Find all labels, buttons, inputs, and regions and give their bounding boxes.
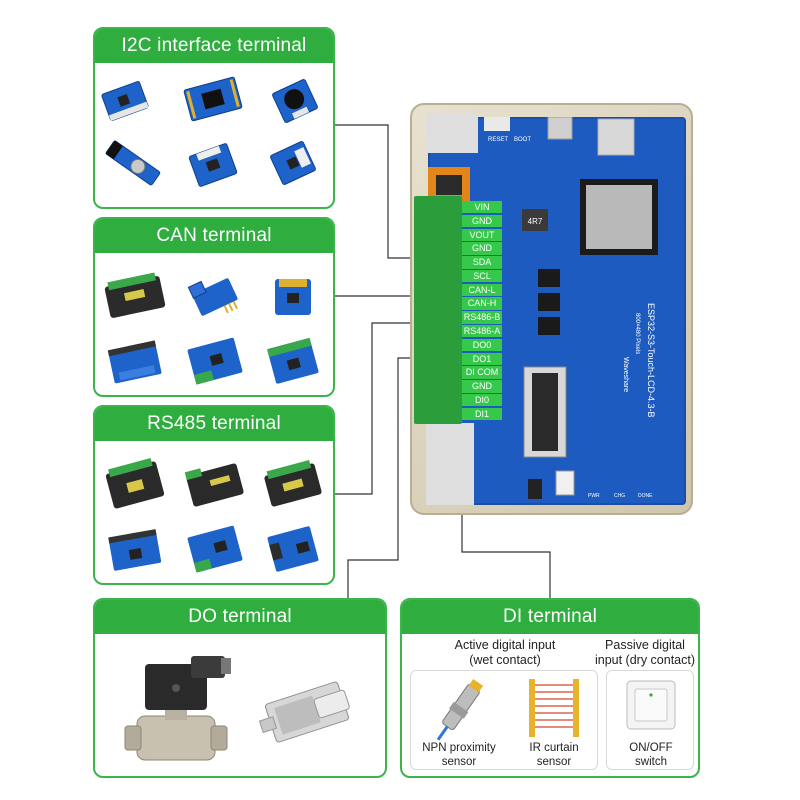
do-panel: DO terminal bbox=[93, 598, 387, 778]
rs485-module-6 bbox=[267, 526, 319, 572]
reset-label: RESET bbox=[488, 137, 508, 143]
pin-di0: DI0 bbox=[462, 393, 502, 407]
i2c-panel-title: I2C interface terminal bbox=[95, 29, 333, 63]
shield-bottom bbox=[426, 423, 474, 505]
rs485-module-images bbox=[105, 458, 322, 573]
active-devices-box: NPN proximity sensor IR curtain sensor bbox=[410, 670, 598, 770]
rs485-panel-title: RS485 terminal bbox=[95, 407, 333, 441]
rs485-module-5 bbox=[187, 525, 243, 573]
i2c-module-1 bbox=[101, 81, 149, 121]
board-resolution-label: 800×480 Pixels bbox=[634, 313, 640, 354]
pin-di-com: DI COM bbox=[462, 366, 502, 379]
can-module-3 bbox=[275, 279, 311, 315]
can-module-5 bbox=[187, 337, 243, 385]
rs485-module-4 bbox=[108, 529, 162, 571]
pin-gnd-1: GND bbox=[462, 214, 502, 228]
i2c-module-images bbox=[101, 76, 318, 187]
pin-scl: SCL bbox=[462, 269, 502, 283]
led-chg-label: CHG bbox=[614, 493, 625, 499]
can-module-2 bbox=[187, 278, 238, 316]
display-board: RESET BOOT 4R7 ESP32-S3-Touch-LCD-4.3-B … bbox=[410, 103, 693, 515]
do-panel-title: DO terminal bbox=[95, 600, 385, 634]
passive-devices-box: ON/OFF switch bbox=[606, 670, 694, 770]
rs485-modules bbox=[95, 441, 333, 583]
can-module-6 bbox=[267, 337, 319, 384]
pin-gnd-3: GND bbox=[462, 380, 502, 393]
npn-sensor-image bbox=[436, 678, 484, 741]
can-module-1 bbox=[104, 272, 166, 318]
pin-rs485-a: RS486-A bbox=[462, 325, 502, 338]
solenoid-valve-image bbox=[124, 656, 231, 761]
di-panel: DI terminal Active digital input (wet co… bbox=[400, 598, 700, 778]
board-model-label: ESP32-S3-Touch-LCD-4.3-B bbox=[646, 303, 656, 418]
rs485-module-3 bbox=[264, 459, 322, 507]
can-panel-title: CAN terminal bbox=[95, 219, 333, 253]
i2c-module-4 bbox=[105, 140, 161, 186]
di-panel-title: DI terminal bbox=[402, 600, 698, 634]
can-module-4 bbox=[107, 340, 162, 384]
pin-sda: SDA bbox=[462, 256, 502, 269]
pin-di1: DI1 bbox=[462, 407, 502, 421]
terminal-pin-labels: VIN GND VOUT GND SDA SCL CAN-L CAN-H RS4… bbox=[462, 201, 502, 422]
brand-label: Waveshare bbox=[622, 357, 629, 392]
pcb-components: RESET BOOT 4R7 ESP32-S3-Touch-LCD-4.3-B … bbox=[428, 116, 658, 499]
can-modules bbox=[95, 253, 333, 395]
can-panel: CAN terminal bbox=[93, 217, 335, 397]
terminal-block bbox=[414, 196, 462, 424]
pin-gnd-2: GND bbox=[462, 242, 502, 255]
do-devices bbox=[95, 634, 385, 776]
i2c-module-5 bbox=[188, 143, 238, 187]
boot-label: BOOT bbox=[514, 137, 531, 143]
i2c-module-6 bbox=[270, 141, 316, 185]
pcb: RESET BOOT 4R7 ESP32-S3-Touch-LCD-4.3-B … bbox=[428, 116, 686, 505]
inductor-label: 4R7 bbox=[528, 217, 543, 226]
onoff-switch-caption: ON/OFF switch bbox=[629, 742, 673, 768]
pin-do1: DO1 bbox=[462, 352, 502, 365]
rs485-module-1 bbox=[105, 458, 165, 509]
i2c-modules bbox=[95, 63, 333, 207]
rs485-panel: RS485 terminal bbox=[93, 405, 335, 585]
pin-do0: DO0 bbox=[462, 338, 502, 352]
i2c-module-3 bbox=[272, 79, 318, 123]
do-device-images bbox=[124, 656, 350, 761]
shield-top bbox=[426, 113, 478, 153]
i2c-panel: I2C interface terminal bbox=[93, 27, 335, 209]
active-input-label: Active digital input (wet contact) bbox=[454, 638, 556, 667]
npn-sensor-caption: NPN proximity sensor bbox=[422, 742, 496, 768]
ir-curtain-caption: IR curtain sensor bbox=[529, 742, 579, 768]
pin-vin: VIN bbox=[462, 201, 502, 214]
pin-can-h: CAN-H bbox=[462, 297, 502, 310]
rs485-module-2 bbox=[184, 463, 244, 507]
onoff-switch-image bbox=[626, 680, 676, 730]
pin-rs485-b: RS486-B bbox=[462, 311, 502, 324]
di-devices: Active digital input (wet contact) Passi… bbox=[402, 634, 698, 776]
can-module-images bbox=[104, 272, 319, 385]
electric-lock-image bbox=[258, 681, 350, 743]
i2c-module-2 bbox=[183, 76, 243, 122]
pin-vout: VOUT bbox=[462, 228, 502, 241]
passive-input-label: Passive digital input (dry contact) bbox=[594, 638, 696, 667]
led-done-label: DONE bbox=[638, 493, 653, 499]
led-pwr-label: PWR bbox=[588, 493, 600, 499]
ir-curtain-image bbox=[529, 679, 579, 737]
pin-can-l: CAN-L bbox=[462, 283, 502, 297]
